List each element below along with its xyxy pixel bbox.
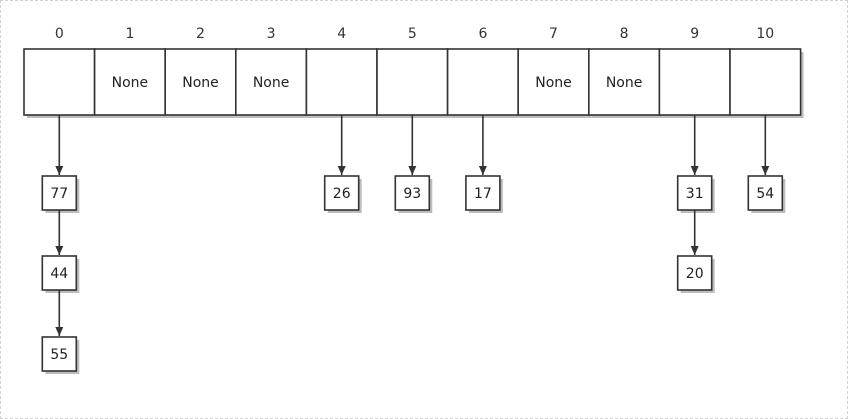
slot-index-label: 10: [756, 26, 774, 42]
hash-slot: [446, 48, 520, 116]
chain-node-value: 44: [50, 266, 68, 282]
chain-node-value: 20: [686, 266, 704, 282]
slot-index-label: 3: [267, 26, 276, 42]
chain-node-value: 77: [50, 186, 68, 202]
hash-slot: [23, 48, 96, 116]
chain-node-value: 55: [50, 347, 68, 363]
slot-value: None: [606, 75, 643, 91]
hash-slot: [164, 48, 237, 116]
chain-node: [41, 255, 78, 291]
hash-slot: [376, 48, 449, 116]
slot-index-label: 9: [690, 26, 699, 42]
hash-slot: [305, 48, 378, 116]
chain-node: [676, 255, 713, 291]
slot-index-label: 2: [196, 26, 205, 42]
chain-node-value: 31: [686, 186, 704, 202]
slot-index-label: 5: [408, 26, 417, 42]
chain-node: [676, 175, 713, 211]
slot-index-label: 8: [620, 26, 629, 42]
slot-index-label: 7: [549, 26, 558, 42]
hash-slot: [658, 48, 731, 116]
chain-node-value: 26: [333, 186, 351, 202]
slot-index-label: 4: [337, 26, 346, 42]
slot-index-label: 1: [125, 26, 134, 42]
chain-node-value: 17: [474, 186, 492, 202]
chain-node: [394, 175, 431, 211]
hash-slot: [729, 48, 802, 116]
slot-index-label: 0: [55, 26, 64, 42]
slot-value: None: [112, 75, 149, 91]
hash-slot: [587, 48, 661, 116]
chain-node-value: 93: [403, 186, 421, 202]
chain-node: [747, 175, 784, 211]
chain-node: [465, 175, 501, 211]
hash-slot: [93, 48, 166, 116]
slot-index-label: 6: [478, 26, 487, 42]
chain-node: [323, 175, 360, 211]
chain-node: [41, 336, 78, 372]
chain-node-value: 54: [756, 186, 774, 202]
slot-value: None: [182, 75, 219, 91]
slot-value: None: [535, 75, 572, 91]
slot-value: None: [253, 75, 290, 91]
